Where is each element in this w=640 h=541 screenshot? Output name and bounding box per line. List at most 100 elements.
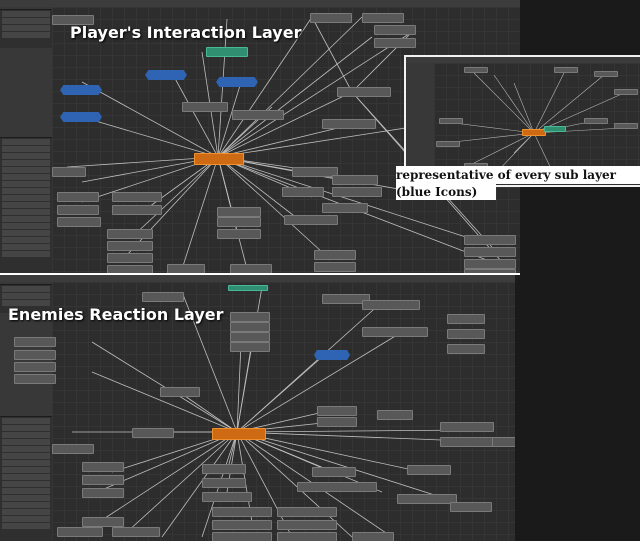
- state-node[interactable]: [107, 265, 153, 273]
- parameter-row[interactable]: [2, 495, 50, 501]
- state-node[interactable]: [362, 327, 428, 337]
- parameter-row[interactable]: [2, 439, 50, 445]
- state-node[interactable]: [14, 374, 56, 384]
- state-node[interactable]: [217, 229, 261, 239]
- parameter-row[interactable]: [2, 523, 50, 529]
- state-node[interactable]: [447, 314, 485, 324]
- state-node[interactable]: [82, 488, 124, 498]
- layer-row[interactable]: [2, 18, 50, 24]
- state-node[interactable]: [230, 312, 270, 322]
- state-node[interactable]: [464, 235, 516, 245]
- state-node[interactable]: [464, 269, 516, 273]
- sub-state-machine-node[interactable]: [145, 70, 187, 80]
- state-node[interactable]: [230, 342, 270, 352]
- state-node[interactable]: [202, 492, 252, 502]
- state-node[interactable]: [82, 462, 124, 472]
- parameter-row[interactable]: [2, 146, 50, 152]
- state-node[interactable]: [112, 205, 162, 215]
- parameter-row[interactable]: [2, 202, 50, 208]
- state-node[interactable]: [14, 337, 56, 347]
- state-node[interactable]: [464, 259, 516, 269]
- layers-list[interactable]: [0, 284, 52, 313]
- state-node[interactable]: [492, 437, 515, 447]
- state-node[interactable]: [217, 217, 261, 227]
- parameter-row[interactable]: [2, 432, 50, 438]
- state-node[interactable]: [322, 119, 376, 129]
- state-node[interactable]: [230, 332, 270, 342]
- parameter-row[interactable]: [2, 181, 50, 187]
- state-node[interactable]: [212, 520, 272, 530]
- state-node[interactable]: [57, 217, 101, 227]
- sub-state-machine-node[interactable]: [216, 77, 258, 87]
- state-node[interactable]: [132, 428, 174, 438]
- state-node[interactable]: [297, 482, 377, 492]
- state-node[interactable]: [107, 229, 153, 239]
- parameter-row[interactable]: [2, 230, 50, 236]
- state-node[interactable]: [107, 241, 153, 251]
- layer-row[interactable]: [2, 286, 50, 292]
- state-node[interactable]: [337, 87, 391, 97]
- parameter-row[interactable]: [2, 460, 50, 466]
- state-node[interactable]: [14, 362, 56, 372]
- state-node[interactable]: [277, 532, 337, 541]
- state-node[interactable]: [82, 517, 124, 527]
- state-node[interactable]: [107, 253, 153, 263]
- state-node[interactable]: [397, 494, 457, 504]
- state-node[interactable]: [202, 464, 246, 474]
- state-node[interactable]: [57, 205, 99, 215]
- parameter-row[interactable]: [2, 216, 50, 222]
- state-node[interactable]: [332, 187, 382, 197]
- state-node[interactable]: [230, 322, 270, 332]
- parameter-row[interactable]: [2, 167, 50, 173]
- parameter-row[interactable]: [2, 195, 50, 201]
- sub-state-machine-node[interactable]: [60, 85, 102, 95]
- parameter-row[interactable]: [2, 244, 50, 250]
- state-node[interactable]: [407, 465, 451, 475]
- parameter-row[interactable]: [2, 516, 50, 522]
- state-node[interactable]: [312, 467, 356, 477]
- parameter-row[interactable]: [2, 153, 50, 159]
- parameter-row[interactable]: [2, 418, 50, 424]
- default-state-node[interactable]: [206, 47, 248, 57]
- parameter-row[interactable]: [2, 174, 50, 180]
- state-node[interactable]: [230, 264, 272, 273]
- parameter-row[interactable]: [2, 502, 50, 508]
- state-node[interactable]: [332, 175, 378, 185]
- parameter-row[interactable]: [2, 446, 50, 452]
- layers-list[interactable]: [0, 9, 52, 48]
- layer-row[interactable]: [2, 293, 50, 299]
- parameter-row[interactable]: [2, 251, 50, 257]
- state-node[interactable]: [217, 207, 261, 217]
- state-node[interactable]: [282, 187, 324, 197]
- state-node[interactable]: [374, 38, 416, 48]
- state-node[interactable]: [112, 527, 160, 537]
- state-node[interactable]: [57, 527, 103, 537]
- state-node[interactable]: [142, 292, 184, 302]
- parameter-row[interactable]: [2, 209, 50, 215]
- parameter-row[interactable]: [2, 467, 50, 473]
- parameters-list[interactable]: [0, 416, 52, 541]
- state-node[interactable]: [322, 203, 368, 213]
- state-node[interactable]: [52, 167, 86, 177]
- state-node[interactable]: [52, 15, 94, 25]
- parameter-row[interactable]: [2, 488, 50, 494]
- layer-row[interactable]: [2, 32, 50, 38]
- state-node[interactable]: [52, 444, 94, 454]
- state-machine-graph[interactable]: [14, 282, 515, 541]
- parameter-row[interactable]: [2, 474, 50, 480]
- animator-sidebar[interactable]: [0, 7, 53, 273]
- state-node[interactable]: [322, 294, 370, 304]
- state-node[interactable]: [314, 250, 356, 260]
- state-node[interactable]: [362, 13, 404, 23]
- state-node[interactable]: [440, 422, 494, 432]
- any-state-node[interactable]: [212, 428, 266, 440]
- state-node[interactable]: [277, 507, 337, 517]
- state-node[interactable]: [277, 520, 337, 530]
- parameter-row[interactable]: [2, 425, 50, 431]
- state-node[interactable]: [182, 102, 228, 112]
- parameter-row[interactable]: [2, 160, 50, 166]
- state-node[interactable]: [317, 406, 357, 416]
- state-node[interactable]: [14, 350, 56, 360]
- state-node[interactable]: [440, 437, 494, 447]
- state-node[interactable]: [112, 192, 162, 202]
